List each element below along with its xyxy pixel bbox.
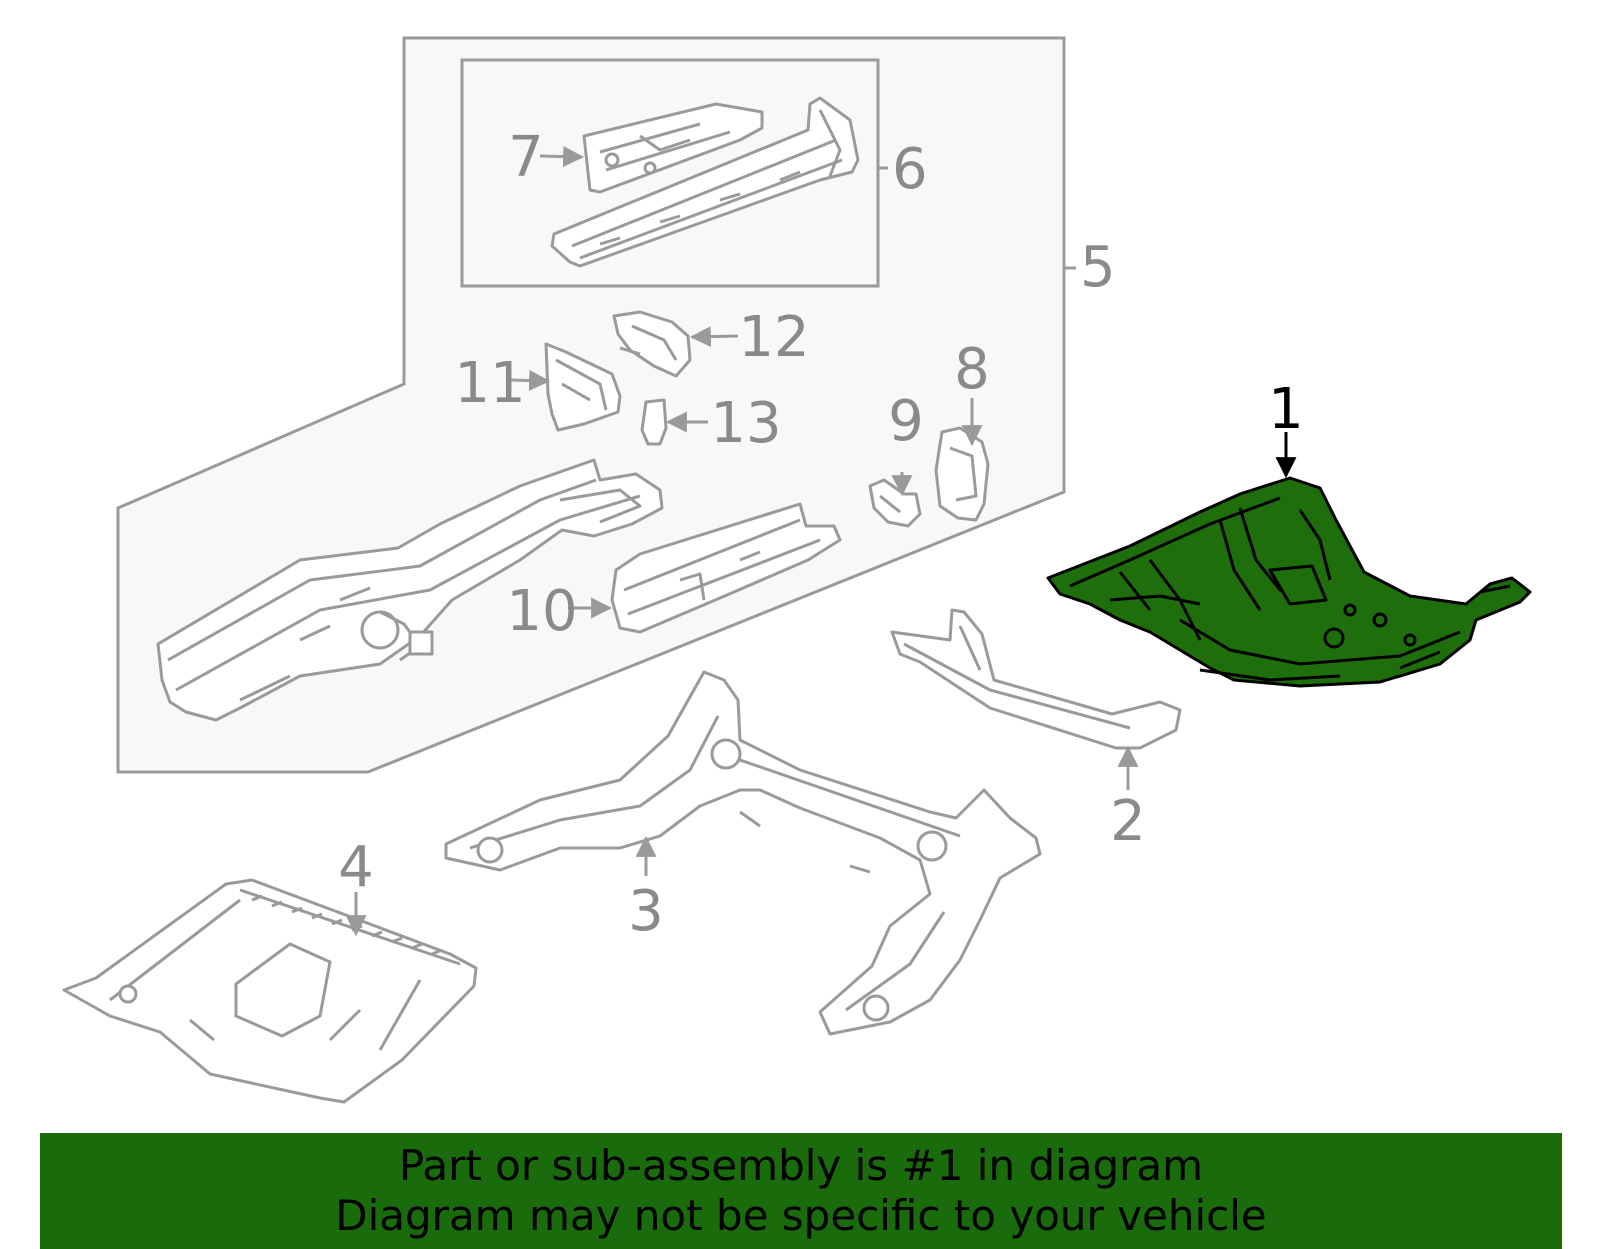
leader-11 — [509, 370, 551, 391]
callout-2: 2 — [1110, 789, 1146, 854]
callout-7: 7 — [508, 125, 544, 190]
callout-12: 12 — [738, 305, 809, 370]
info-banner-bg — [40, 1133, 1562, 1249]
part-12-bracket — [612, 310, 692, 378]
part-9-bracket — [868, 478, 922, 528]
callout-13: 13 — [710, 391, 781, 456]
leader-7 — [539, 146, 585, 168]
leader-12 — [689, 326, 739, 348]
banner-line-2: Diagram may not be specific to your vehi… — [335, 1191, 1267, 1240]
callout-labels: 1 2 3 4 5 6 7 8 9 10 11 12 13 — [338, 125, 1304, 944]
part-6-rail — [550, 96, 860, 268]
part-13-clip — [640, 398, 668, 446]
part-10-rail — [610, 502, 842, 634]
part-2-crossmember — [890, 608, 1182, 750]
banner-line-1: Part or sub-assembly is #1 in diagram — [398, 1141, 1204, 1190]
frame-member-left — [156, 458, 664, 722]
callout-3: 3 — [628, 879, 664, 944]
callout-8: 8 — [954, 337, 990, 402]
callout-9: 9 — [888, 389, 924, 454]
callout-6: 6 — [892, 137, 928, 202]
callout-11: 11 — [454, 351, 525, 416]
callout-5: 5 — [1080, 235, 1116, 300]
callout-1: 1 — [1268, 377, 1304, 442]
info-banner: Part or sub-assembly is #1 in diagram Di… — [40, 1133, 1562, 1249]
part-4-floor-panel — [62, 878, 478, 1104]
part-7-bracket — [582, 102, 764, 194]
callout-4: 4 — [338, 835, 374, 900]
leader-lines — [345, 146, 1297, 937]
part-1-rear-floor-pan — [1046, 476, 1532, 688]
part-3-subframe — [444, 670, 1042, 1036]
callout-10: 10 — [506, 579, 577, 644]
part-11-bracket — [544, 342, 622, 432]
part-8-bracket — [934, 426, 990, 522]
